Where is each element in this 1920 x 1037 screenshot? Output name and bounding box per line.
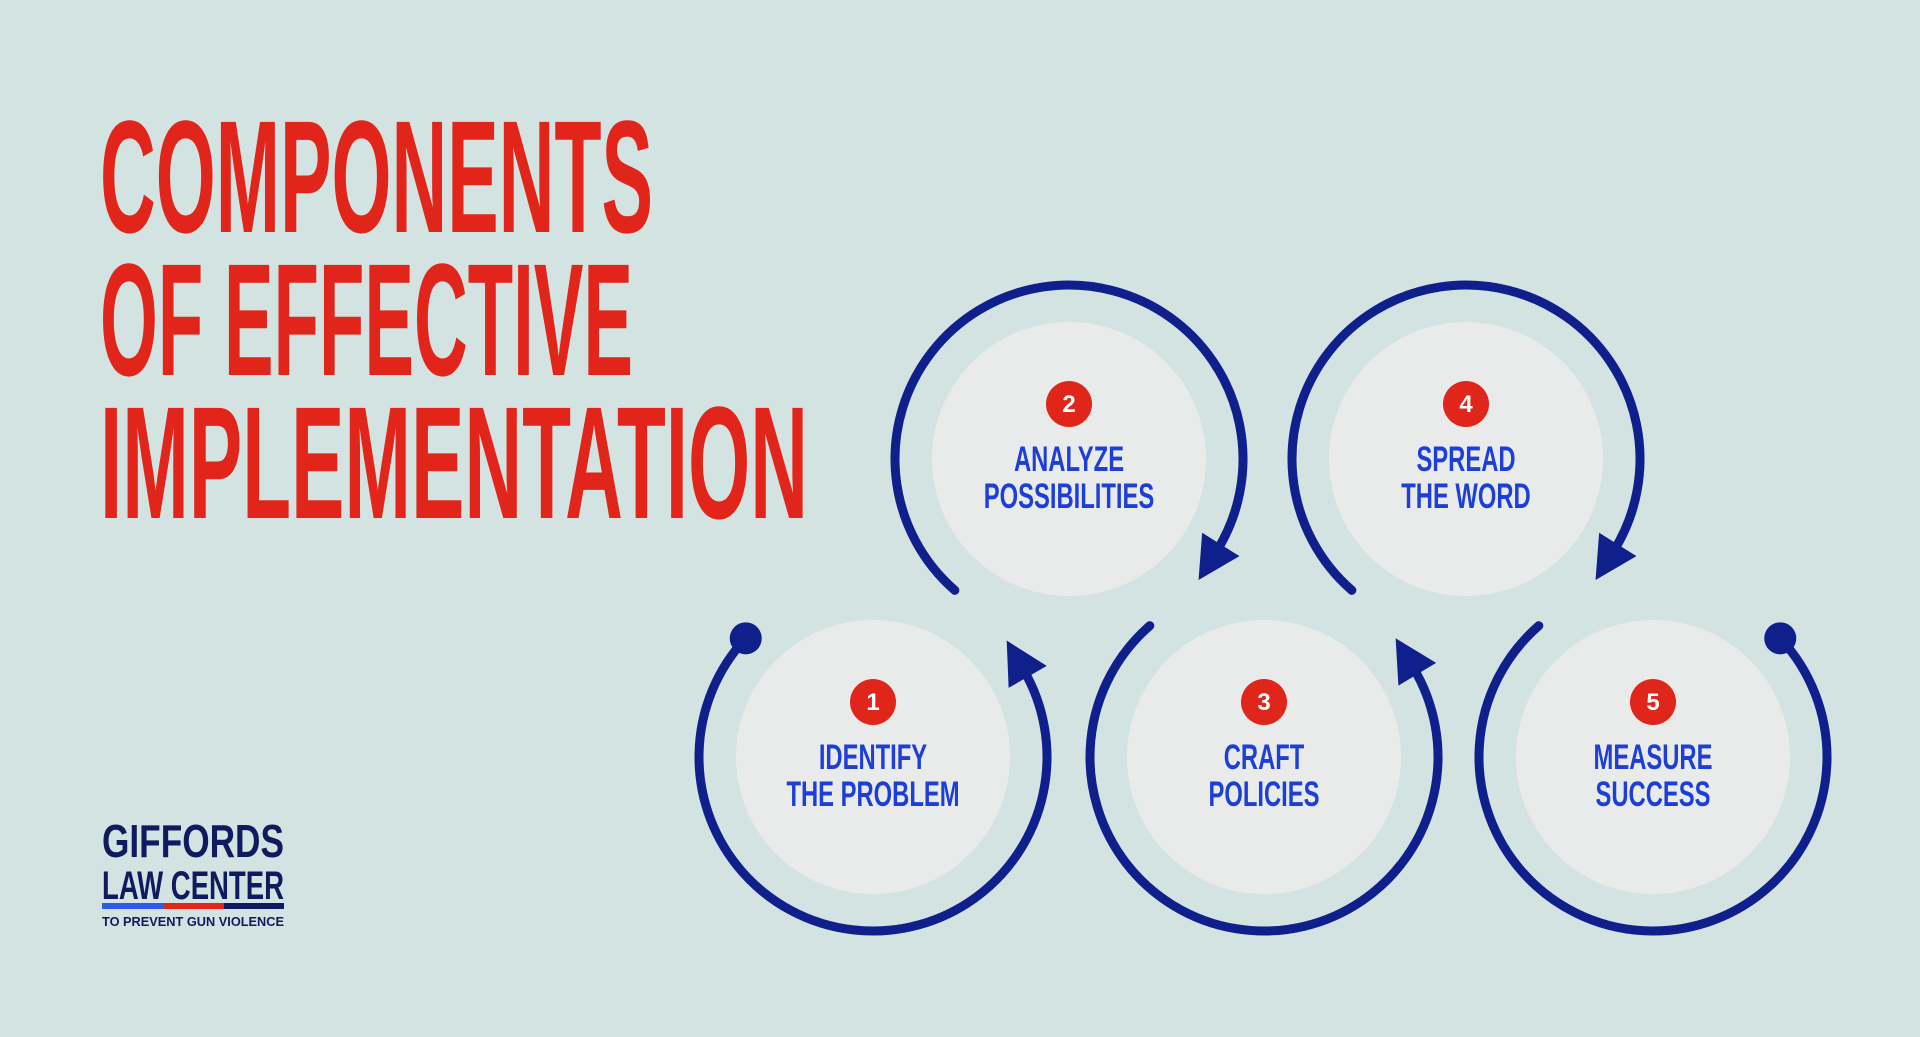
- step-number-badge: [1630, 679, 1676, 725]
- step-label-line2: THE WORD: [1401, 478, 1530, 517]
- step-circle: [1516, 620, 1790, 894]
- step-label-line1: MEASURE: [1594, 739, 1713, 778]
- step-label-line2: SUCCESS: [1596, 776, 1711, 815]
- step-number-badge: [850, 679, 896, 725]
- logo-line-1: GIFFORDS: [102, 815, 284, 867]
- cycle-arc: [1287, 280, 1645, 595]
- cycle-arc: [890, 280, 1248, 595]
- logo-tagline: TO PREVENT GUN VIOLENCE: [102, 914, 284, 929]
- logo-bar-navy: [224, 903, 284, 909]
- page-title: COMPONENTS OF EFFECTIVE IMPLEMENTATION: [100, 87, 808, 552]
- title-line-2: OF EFFECTIVE: [100, 230, 633, 409]
- step-label-line2: THE PROBLEM: [786, 776, 959, 815]
- step-number-badge: [1046, 381, 1092, 427]
- step-number: 2: [1062, 391, 1075, 418]
- cycle-arc: [1474, 621, 1832, 936]
- cycle-arc: [1085, 621, 1443, 936]
- step-label-line1: ANALYZE: [1014, 441, 1124, 480]
- logo-line-2: LAW CENTER: [102, 864, 284, 908]
- start-dot-icon: [729, 622, 762, 655]
- step-number: 4: [1459, 391, 1473, 418]
- end-dot-icon: [1764, 622, 1797, 655]
- logo-bar-blue: [102, 903, 163, 909]
- step-label-line2: POSSIBILITIES: [984, 478, 1154, 517]
- logo-bar-red: [163, 903, 224, 909]
- arrowhead-icon: [1395, 638, 1437, 686]
- arrowhead-icon: [1595, 532, 1637, 581]
- title-line-3: IMPLEMENTATION: [100, 373, 808, 552]
- giffords-logo: GIFFORDS LAW CENTER TO PREVENT GUN VIOLE…: [102, 815, 284, 929]
- cycle-arc: [694, 633, 1052, 936]
- step-circle: [1329, 322, 1603, 596]
- step-number: 3: [1257, 689, 1270, 716]
- arrowhead-icon: [1006, 640, 1047, 688]
- step-label-line1: SPREAD: [1416, 441, 1515, 480]
- step-number: 1: [866, 689, 879, 716]
- step-circle: [1127, 620, 1401, 894]
- step-number-badge: [1443, 381, 1489, 427]
- step-number-badge: [1241, 679, 1287, 725]
- step-label-line1: CRAFT: [1224, 739, 1305, 778]
- title-line-1: COMPONENTS: [100, 87, 653, 266]
- step-circle: [932, 322, 1206, 596]
- step-circle: [736, 620, 1010, 894]
- step-number: 5: [1646, 689, 1659, 716]
- arrowhead-icon: [1198, 532, 1240, 581]
- step-label-line2: POLICIES: [1208, 776, 1319, 815]
- step-label-line1: IDENTIFY: [819, 739, 927, 778]
